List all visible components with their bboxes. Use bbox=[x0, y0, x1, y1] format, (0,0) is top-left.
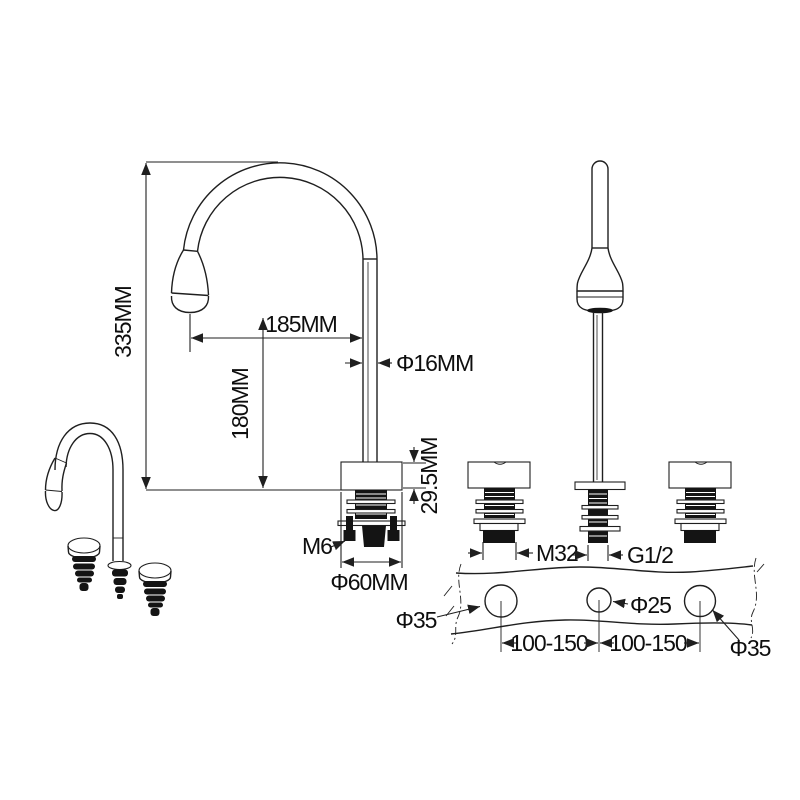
dim-body-height: 29.5MM bbox=[403, 437, 442, 515]
dim-inlet-thread-label: G1/2 bbox=[627, 542, 673, 568]
dim-hole-center-label: Φ25 bbox=[630, 592, 671, 618]
dim-spout-reach-label: 185MM bbox=[265, 311, 337, 337]
faucet-shank bbox=[337, 490, 406, 547]
dim-pipe-diameter: Φ16MM bbox=[345, 350, 474, 376]
dim-spout-height: 335MM bbox=[110, 161, 341, 491]
dim-base-diameter: Φ60MM bbox=[330, 492, 409, 595]
dim-hole-right: Φ35 bbox=[712, 609, 772, 661]
faucet-body bbox=[340, 461, 403, 491]
dim-pipe-diameter-label: Φ16MM bbox=[396, 350, 473, 376]
dim-spout-reach: 185MM bbox=[189, 311, 362, 352]
dim-spout-height-label: 335MM bbox=[110, 286, 136, 358]
gooseneck-spout bbox=[182, 162, 378, 462]
dim-valve-thread: M32 bbox=[468, 540, 579, 566]
dim-hole-center: Φ25 bbox=[612, 592, 672, 618]
dim-spacing-left-label: 100-150 bbox=[510, 630, 588, 656]
dim-spacing-right-label: 100-150 bbox=[609, 630, 687, 656]
dim-bolt-thread-label: M6 bbox=[302, 533, 332, 559]
dim-inlet-thread: G1/2 bbox=[573, 542, 674, 568]
dim-clearance-height: 180MM bbox=[227, 318, 268, 488]
dim-base-diameter-label: Φ60MM bbox=[330, 569, 407, 595]
dim-hole-right-label: Φ35 bbox=[730, 635, 771, 661]
dim-hole-spacing: 100-150 100-150 bbox=[502, 630, 699, 656]
spout-shank-center bbox=[574, 160, 626, 543]
dim-valve-thread-label: M32 bbox=[536, 540, 578, 566]
perspective-spout-shank bbox=[112, 569, 128, 599]
dim-hole-left-label: Φ35 bbox=[396, 607, 437, 633]
dim-clearance-label: 180MM bbox=[227, 368, 253, 440]
perspective-handle-left bbox=[67, 537, 101, 591]
perspective-handle-right bbox=[138, 562, 172, 616]
perspective-view bbox=[44, 422, 172, 616]
spout-nozzle bbox=[170, 249, 210, 314]
dim-hole-left: Φ35 bbox=[396, 604, 481, 633]
valve-body-right bbox=[668, 461, 732, 543]
dim-body-height-label: 29.5MM bbox=[416, 437, 442, 514]
valve-body-left bbox=[467, 461, 531, 543]
dim-bolt-thread: M6 bbox=[302, 533, 346, 559]
countertop-section bbox=[443, 557, 765, 652]
main-faucet-side-view bbox=[170, 162, 406, 547]
